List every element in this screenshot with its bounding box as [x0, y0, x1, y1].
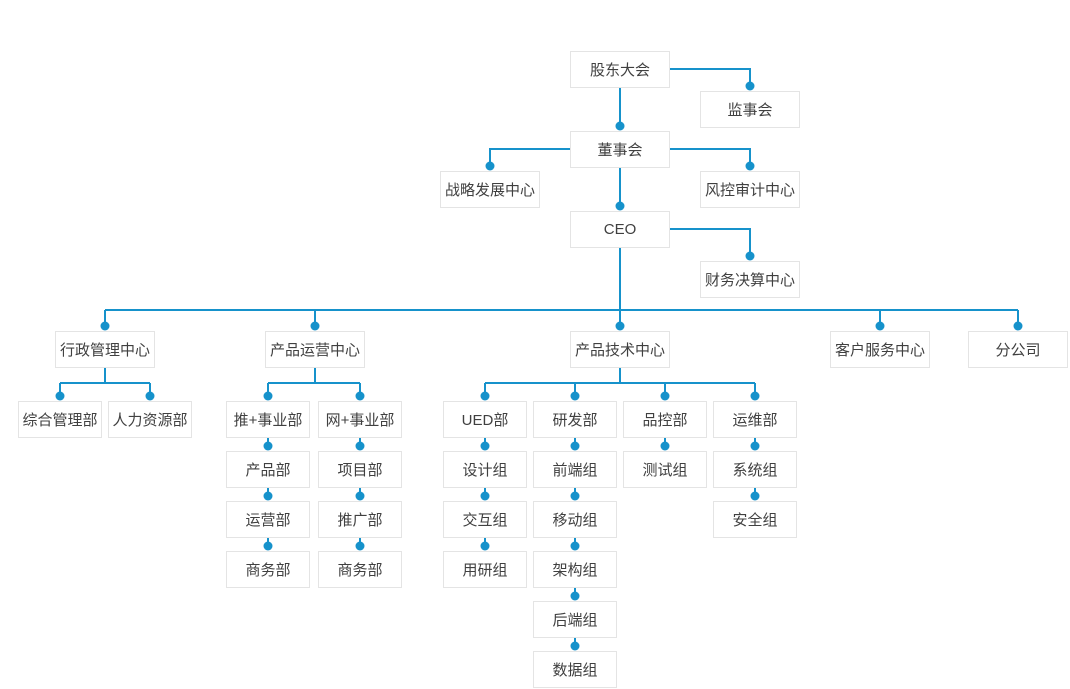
node-promotion-dept: 推广部 — [318, 501, 402, 538]
node-general-management-dept: 综合管理部 — [18, 401, 102, 438]
node-mobile-team: 移动组 — [533, 501, 617, 538]
node-admin-center: 行政管理中心 — [55, 331, 155, 368]
node-business-dept-wang: 商务部 — [318, 551, 402, 588]
node-product-dept: 产品部 — [226, 451, 310, 488]
node-user-research-team: 用研组 — [443, 551, 527, 588]
node-interaction-team: 交互组 — [443, 501, 527, 538]
node-frontend-team: 前端组 — [533, 451, 617, 488]
node-tech-center: 产品技术中心 — [570, 331, 670, 368]
node-ued-dept: UED部 — [443, 401, 527, 438]
node-testing-team: 测试组 — [623, 451, 707, 488]
node-project-dept: 项目部 — [318, 451, 402, 488]
node-operations-dept: 运营部 — [226, 501, 310, 538]
node-qc-dept: 品控部 — [623, 401, 707, 438]
node-security-team: 安全组 — [713, 501, 797, 538]
node-customer-service-center: 客户服务中心 — [830, 331, 930, 368]
node-data-team: 数据组 — [533, 651, 617, 688]
node-finance-center: 财务决算中心 — [700, 261, 800, 298]
node-ops-center: 产品运营中心 — [265, 331, 365, 368]
node-human-resources-dept: 人力资源部 — [108, 401, 192, 438]
node-design-team: 设计组 — [443, 451, 527, 488]
node-risk-audit-center: 风控审计中心 — [700, 171, 800, 208]
node-shareholders-meeting: 股东大会 — [570, 51, 670, 88]
node-system-team: 系统组 — [713, 451, 797, 488]
connector-dots — [55, 81, 1023, 651]
node-strategy-center: 战略发展中心 — [440, 171, 540, 208]
node-board-of-directors: 董事会 — [570, 131, 670, 168]
node-backend-team: 后端组 — [533, 601, 617, 638]
node-wang-division: 网+事业部 — [318, 401, 402, 438]
node-tui-division: 推+事业部 — [226, 401, 310, 438]
node-architecture-team: 架构组 — [533, 551, 617, 588]
node-branch-company: 分公司 — [968, 331, 1068, 368]
node-supervisory-board: 监事会 — [700, 91, 800, 128]
node-rd-dept: 研发部 — [533, 401, 617, 438]
node-om-dept: 运维部 — [713, 401, 797, 438]
node-business-dept-tui: 商务部 — [226, 551, 310, 588]
node-ceo: CEO — [570, 211, 670, 248]
